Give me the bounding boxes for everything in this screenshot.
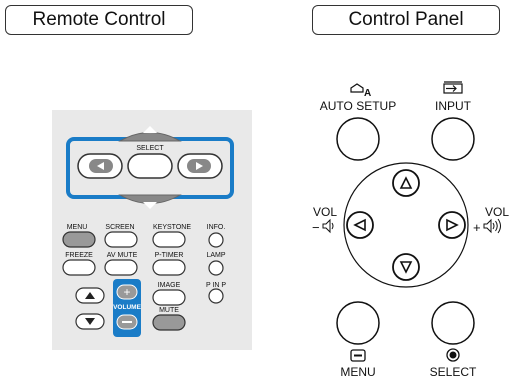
down-arrow-icon bbox=[143, 202, 157, 209]
screen-label: SCREEN bbox=[105, 224, 134, 231]
freeze-label: FREEZE bbox=[65, 252, 93, 259]
image-label: IMAGE bbox=[158, 282, 181, 289]
info-label: INFO. bbox=[207, 224, 226, 231]
minus-icon bbox=[122, 321, 132, 323]
p-timer-label: P-TIMER bbox=[155, 252, 184, 259]
speaker-high-icon bbox=[483, 218, 501, 234]
panel-menu-button[interactable] bbox=[336, 301, 380, 345]
speaker-low-icon bbox=[322, 218, 334, 234]
panel-right-button[interactable] bbox=[438, 211, 466, 239]
panel-down-button[interactable] bbox=[392, 253, 420, 281]
select-icon bbox=[446, 348, 460, 362]
menu-label: MENU bbox=[340, 365, 375, 379]
vol-minus-sign: − bbox=[312, 220, 320, 235]
remote-p-in-p-button[interactable] bbox=[208, 288, 224, 304]
select-label: SELECT bbox=[430, 365, 477, 379]
menu-label: MENU bbox=[67, 224, 88, 231]
remote-screen-button[interactable] bbox=[104, 231, 138, 248]
vol-minus-label: VOL bbox=[313, 205, 337, 219]
svg-text:A: A bbox=[364, 88, 371, 99]
left-arrow-icon bbox=[97, 162, 104, 170]
remote-freeze-button[interactable] bbox=[62, 259, 96, 276]
vol-plus-label: VOL bbox=[485, 205, 509, 219]
p-in-p-label: P IN P bbox=[206, 282, 226, 289]
remote-select-button[interactable] bbox=[127, 153, 173, 179]
remote-info-button[interactable] bbox=[208, 232, 224, 248]
vol-plus-sign: + bbox=[473, 220, 481, 235]
remote-control-heading: Remote Control bbox=[5, 5, 193, 35]
control-panel-heading: Control Panel bbox=[312, 5, 500, 35]
remote-mute-button[interactable] bbox=[152, 314, 186, 331]
input-icon bbox=[443, 81, 463, 94]
auto-setup-button[interactable] bbox=[336, 117, 380, 161]
down-arrow-icon bbox=[399, 261, 413, 274]
panel-select-button[interactable] bbox=[431, 301, 475, 345]
right-arrow-icon bbox=[196, 162, 203, 170]
auto-setup-icon: A bbox=[350, 83, 371, 99]
mute-label: MUTE bbox=[159, 307, 179, 314]
up-arrow-icon bbox=[143, 126, 157, 133]
volume-label: VOLUME bbox=[113, 304, 141, 311]
remote-body bbox=[52, 110, 252, 350]
right-arrow-icon bbox=[446, 218, 459, 232]
remote-av-mute-button[interactable] bbox=[104, 259, 138, 276]
auto-setup-label: AUTO SETUP bbox=[320, 99, 396, 113]
page-down-icon bbox=[85, 318, 95, 325]
page-up-icon bbox=[85, 292, 95, 299]
direction-ring bbox=[343, 162, 469, 288]
lamp-label: LAMP bbox=[206, 252, 225, 259]
up-arrow-icon bbox=[399, 176, 413, 189]
plus-icon: + bbox=[123, 285, 130, 299]
left-arrow-icon bbox=[353, 218, 366, 232]
av-mute-label: AV MUTE bbox=[107, 252, 138, 259]
remote-lamp-button[interactable] bbox=[208, 260, 224, 276]
select-label: SELECT bbox=[136, 145, 164, 152]
panel-left-button[interactable] bbox=[346, 211, 374, 239]
keystone-label: KEYSTONE bbox=[153, 224, 191, 231]
menu-icon bbox=[350, 349, 366, 362]
remote-keystone-button[interactable] bbox=[152, 231, 186, 248]
input-label: INPUT bbox=[435, 99, 472, 113]
panel-up-button[interactable] bbox=[392, 169, 420, 197]
input-button[interactable] bbox=[431, 117, 475, 161]
remote-image-button[interactable] bbox=[152, 289, 186, 306]
remote-menu-button[interactable] bbox=[62, 231, 96, 248]
remote-p-timer-button[interactable] bbox=[152, 259, 186, 276]
remote-volume-plus-button[interactable] bbox=[116, 284, 138, 300]
